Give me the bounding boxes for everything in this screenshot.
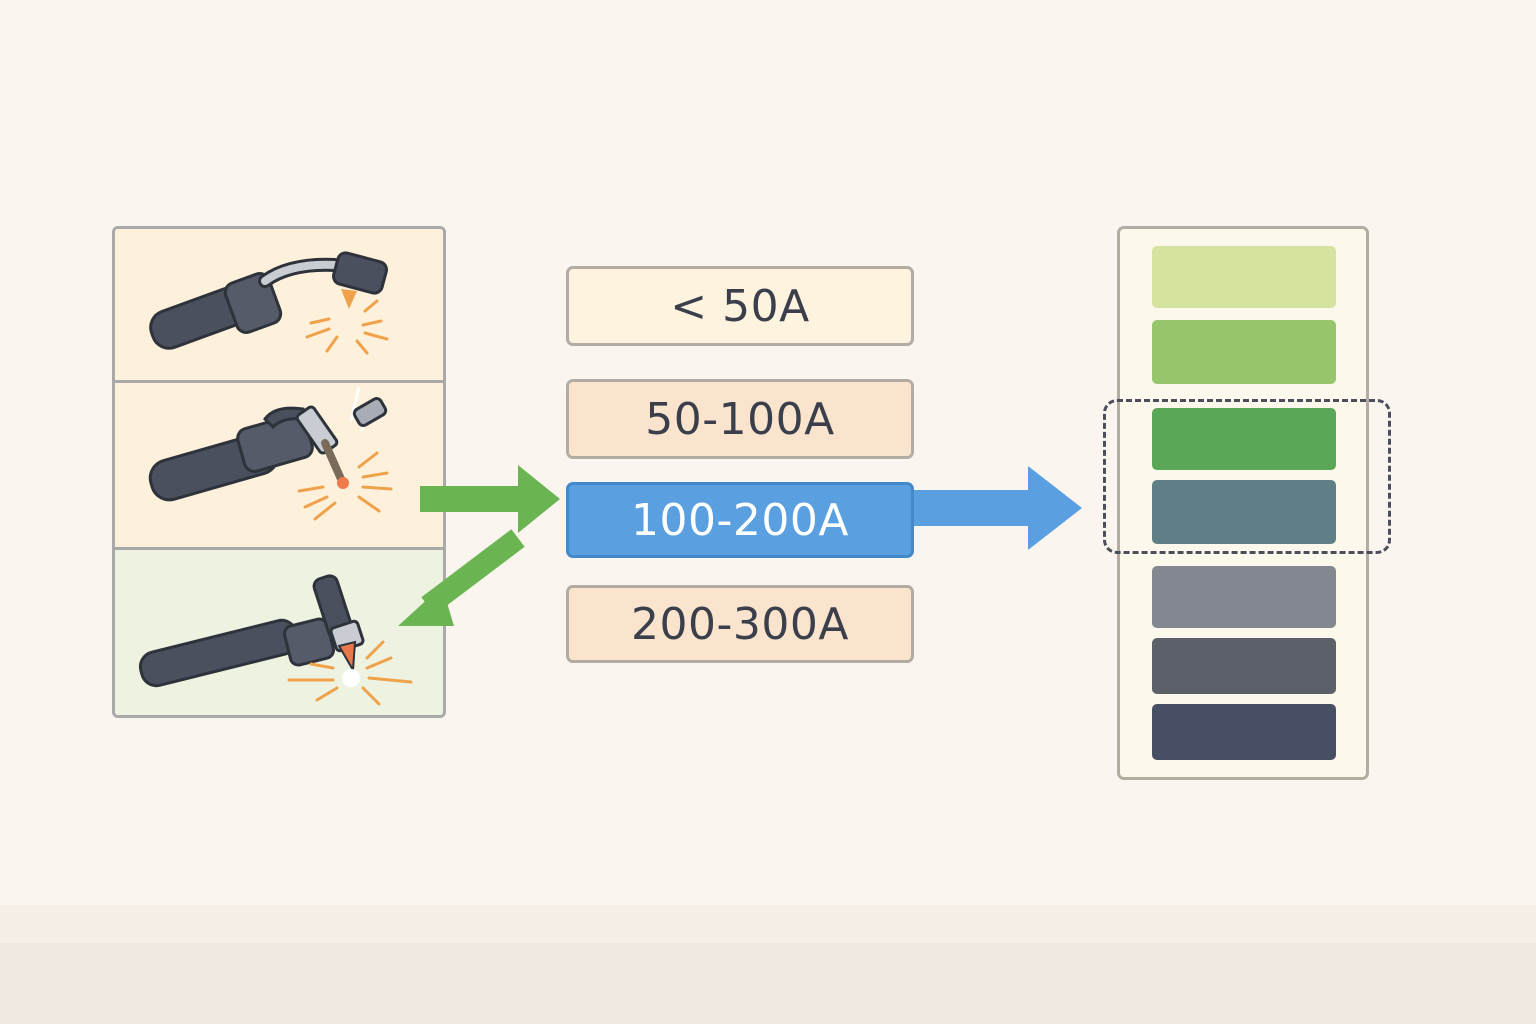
- blue-arrow-to-shades: [914, 466, 1082, 550]
- floor-strip: [0, 905, 1536, 943]
- stick-electrode-holder-icon: [148, 386, 393, 521]
- welding-process-panel: [112, 226, 446, 718]
- shade-swatch[interactable]: [1152, 246, 1336, 308]
- process-cell-stick[interactable]: [115, 383, 443, 550]
- amperage-range-50-100[interactable]: 50-100A: [566, 379, 914, 459]
- shade-swatch[interactable]: [1152, 320, 1336, 384]
- shade-swatch-highlighted[interactable]: [1152, 480, 1336, 544]
- shade-swatch[interactable]: [1152, 704, 1336, 760]
- amperage-range-200-300[interactable]: 200-300A: [566, 585, 914, 663]
- amperage-range-under-50[interactable]: < 50A: [566, 266, 914, 346]
- shade-swatch[interactable]: [1152, 638, 1336, 694]
- amperage-range-100-200-selected[interactable]: 100-200A: [566, 482, 914, 558]
- floor-base: [0, 943, 1536, 1024]
- process-cell-mig[interactable]: [115, 229, 443, 383]
- recommended-shade-highlight: [1103, 399, 1391, 554]
- tig-torch-icon: [138, 574, 413, 706]
- process-cell-tig[interactable]: [115, 550, 443, 715]
- shade-swatch-highlighted[interactable]: [1152, 408, 1336, 470]
- shade-swatch[interactable]: [1152, 566, 1336, 628]
- mig-torch-icon: [149, 251, 389, 355]
